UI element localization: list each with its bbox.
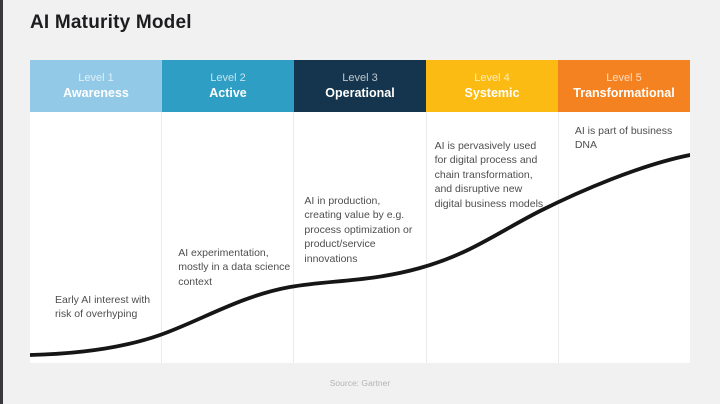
maturity-columns-panel: Early AI interest with risk of overhypin… [30, 112, 690, 363]
level-number-label: Level 1 [78, 71, 114, 84]
level-number-label: Level 2 [210, 71, 246, 84]
level-column-operational: AI in production, creating value by e.g.… [294, 112, 427, 363]
level-header-operational: Level 3 Operational [294, 60, 426, 112]
level-description: AI is pervasively used for digital proce… [434, 140, 544, 210]
level-column-active: AI experimentation, mostly in a data sci… [162, 112, 295, 363]
level-description: AI is part of business DNA [574, 125, 673, 152]
source-attribution: Source: Gartner [329, 378, 391, 388]
level-header-transformational: Level 5 Transformational [558, 60, 690, 112]
level-description: AI in production, creating value by e.g.… [304, 195, 413, 265]
level-name-label: Operational [325, 85, 395, 100]
level-name-label: Awareness [63, 85, 129, 100]
level-description: Early AI interest with risk of overhypin… [55, 294, 151, 321]
level-description: AI experimentation, mostly in a data sci… [178, 247, 291, 288]
level-name-label: Active [209, 85, 247, 100]
level-number-label: Level 5 [606, 71, 642, 84]
level-header-systemic: Level 4 Systemic [426, 60, 558, 112]
page-title: AI Maturity Model [30, 12, 192, 33]
level-number-label: Level 4 [474, 71, 510, 84]
level-name-label: Systemic [464, 85, 520, 100]
level-header-active: Level 2 Active [162, 60, 294, 112]
left-edge-strip [0, 0, 3, 404]
level-number-label: Level 3 [342, 71, 378, 84]
level-column-awareness: Early AI interest with risk of overhypin… [30, 112, 163, 363]
level-name-label: Transformational [573, 85, 675, 100]
level-column-transformational: AI is part of business DNA [559, 112, 690, 363]
level-header-awareness: Level 1 Awareness [30, 60, 162, 112]
maturity-level-header-row: Level 1 Awareness Level 2 Active Level 3… [30, 60, 690, 112]
level-column-systemic: AI is pervasively used for digital proce… [427, 112, 559, 363]
